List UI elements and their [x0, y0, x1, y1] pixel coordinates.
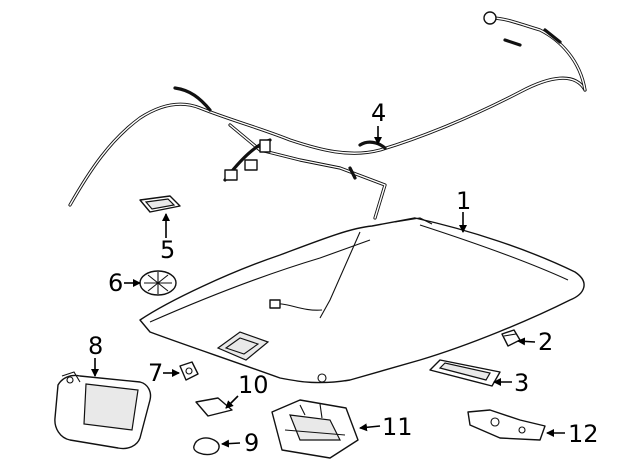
leader-9	[221, 439, 241, 448]
callout-4: 4	[371, 99, 386, 127]
callout-3: 3	[514, 369, 529, 397]
leader-2	[517, 337, 536, 346]
dome-lamp-icon	[429, 359, 501, 387]
callout-12: 12	[568, 420, 599, 448]
callout-1: 1	[456, 187, 471, 215]
callout-6: 6	[108, 269, 123, 297]
callout-7: 7	[148, 359, 163, 387]
callout-9: 9	[244, 429, 259, 457]
reading-lamp-icon	[139, 195, 181, 213]
bracket-icon	[467, 409, 546, 441]
leader-10	[225, 395, 239, 409]
headliner-panel-icon	[139, 217, 585, 384]
speaker-grille-icon	[139, 270, 177, 296]
insulator-pad-icon	[195, 397, 233, 417]
sun-visor-icon	[54, 371, 152, 450]
clip-icon	[501, 329, 521, 347]
cover-pad-icon	[193, 437, 220, 456]
wiring-harness-icon	[68, 11, 587, 220]
callout-2: 2	[538, 328, 553, 356]
retainer-clip-icon	[179, 361, 199, 381]
callout-5: 5	[160, 236, 175, 264]
callout-11: 11	[382, 413, 413, 441]
callout-10: 10	[238, 371, 269, 399]
leader-11	[359, 423, 381, 432]
callout-8: 8	[88, 332, 103, 360]
overhead-console-icon	[271, 399, 359, 459]
